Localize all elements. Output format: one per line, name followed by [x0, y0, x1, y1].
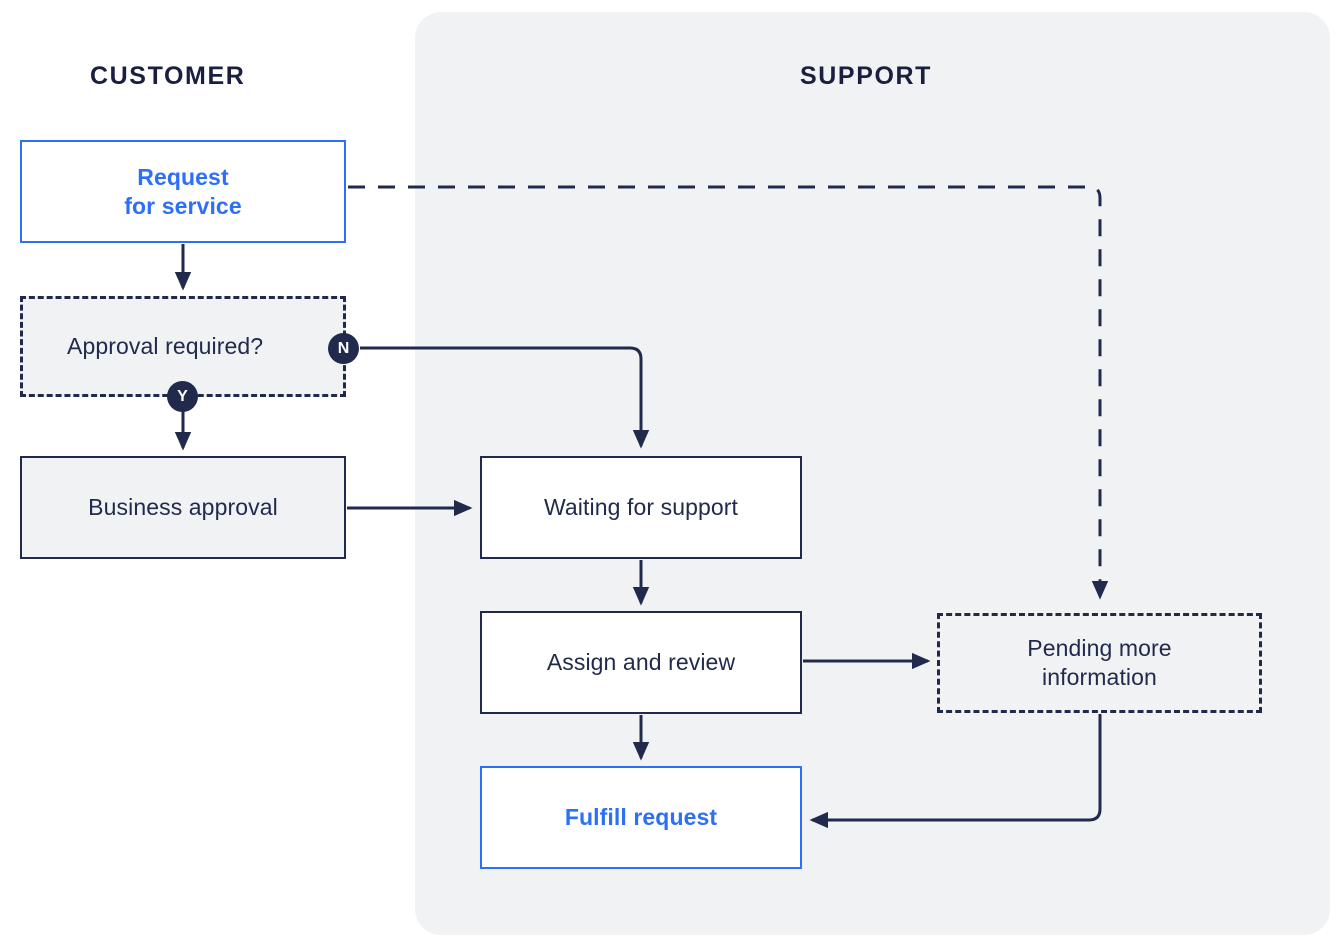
node-label-business-approval: Business approval — [88, 494, 278, 521]
node-label-pending-more-information: Pending more information — [1027, 634, 1171, 692]
node-label-assign-and-review: Assign and review — [546, 649, 736, 676]
decision-badge-yes: Y — [167, 381, 198, 412]
node-label-line2: information — [1042, 664, 1157, 690]
node-pending-more-information[interactable]: Pending more information — [937, 613, 1262, 713]
node-label-request-for-service: Request for service — [124, 163, 241, 221]
decision-badge-no: N — [328, 333, 359, 364]
node-waiting-for-support[interactable]: Waiting for support — [480, 456, 802, 559]
node-label-line1: Request — [137, 163, 229, 190]
node-approval-required[interactable]: Approval required? — [20, 296, 346, 397]
lane-title-support: SUPPORT — [800, 62, 933, 90]
node-label-line1: Pending more — [1027, 635, 1172, 662]
node-label-line2: for service — [124, 192, 242, 219]
node-business-approval[interactable]: Business approval — [20, 456, 346, 559]
node-label-approval-required: Approval required? — [67, 333, 264, 360]
node-label-fulfill-request: Fulfill request — [564, 804, 718, 831]
node-assign-and-review[interactable]: Assign and review — [480, 611, 802, 714]
node-fulfill-request[interactable]: Fulfill request — [480, 766, 802, 869]
node-request-for-service[interactable]: Request for service — [20, 140, 346, 243]
node-label-waiting-for-support: Waiting for support — [543, 494, 739, 521]
lane-title-customer: CUSTOMER — [90, 62, 246, 90]
